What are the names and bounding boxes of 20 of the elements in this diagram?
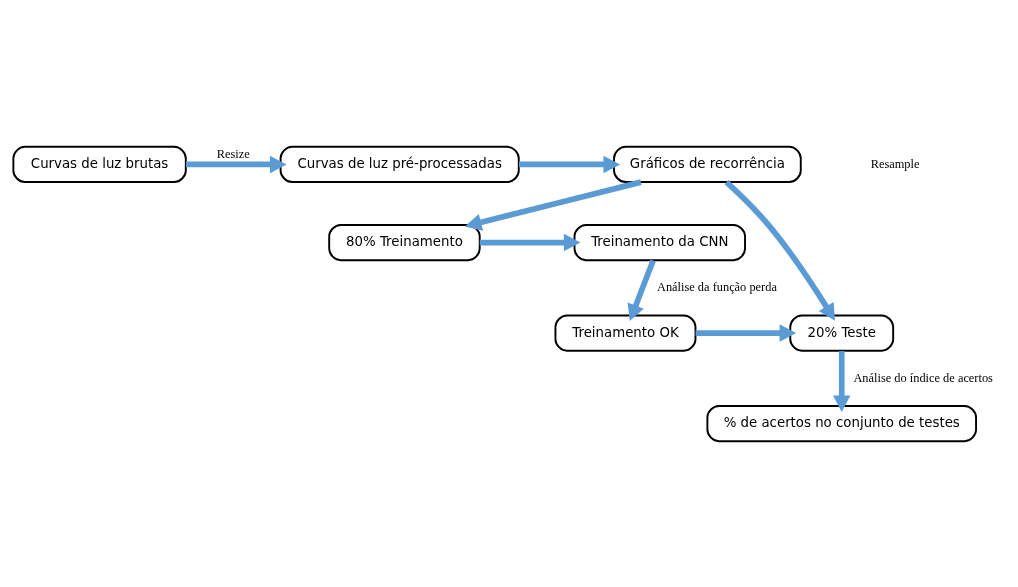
node-box: % de acertos no conjunto de testes [706,404,977,442]
node-box: Curvas de luz brutas [12,145,187,183]
node-box: Curvas de luz pré-processadas [279,145,520,183]
arrow [627,259,656,321]
arrow [724,179,835,321]
node-box: Treinamento OK [554,314,697,352]
arrow [186,155,287,173]
arrow [695,323,797,342]
node-box: Treinamento da CNN [573,223,746,261]
edge-label: Resize [216,146,250,161]
edge-label: Análise do índice de acertos [853,370,993,385]
arrow [519,155,621,173]
arrow [833,350,851,412]
arrow [479,233,581,251]
label: Resample [870,156,920,171]
arrow [464,178,642,231]
node-box: 80% Treinamento [328,223,481,261]
node-box: Gráficos de recorrência [613,145,802,183]
node-box: 20% Teste [789,314,895,352]
edge-label: Análise da função perda [656,279,777,294]
